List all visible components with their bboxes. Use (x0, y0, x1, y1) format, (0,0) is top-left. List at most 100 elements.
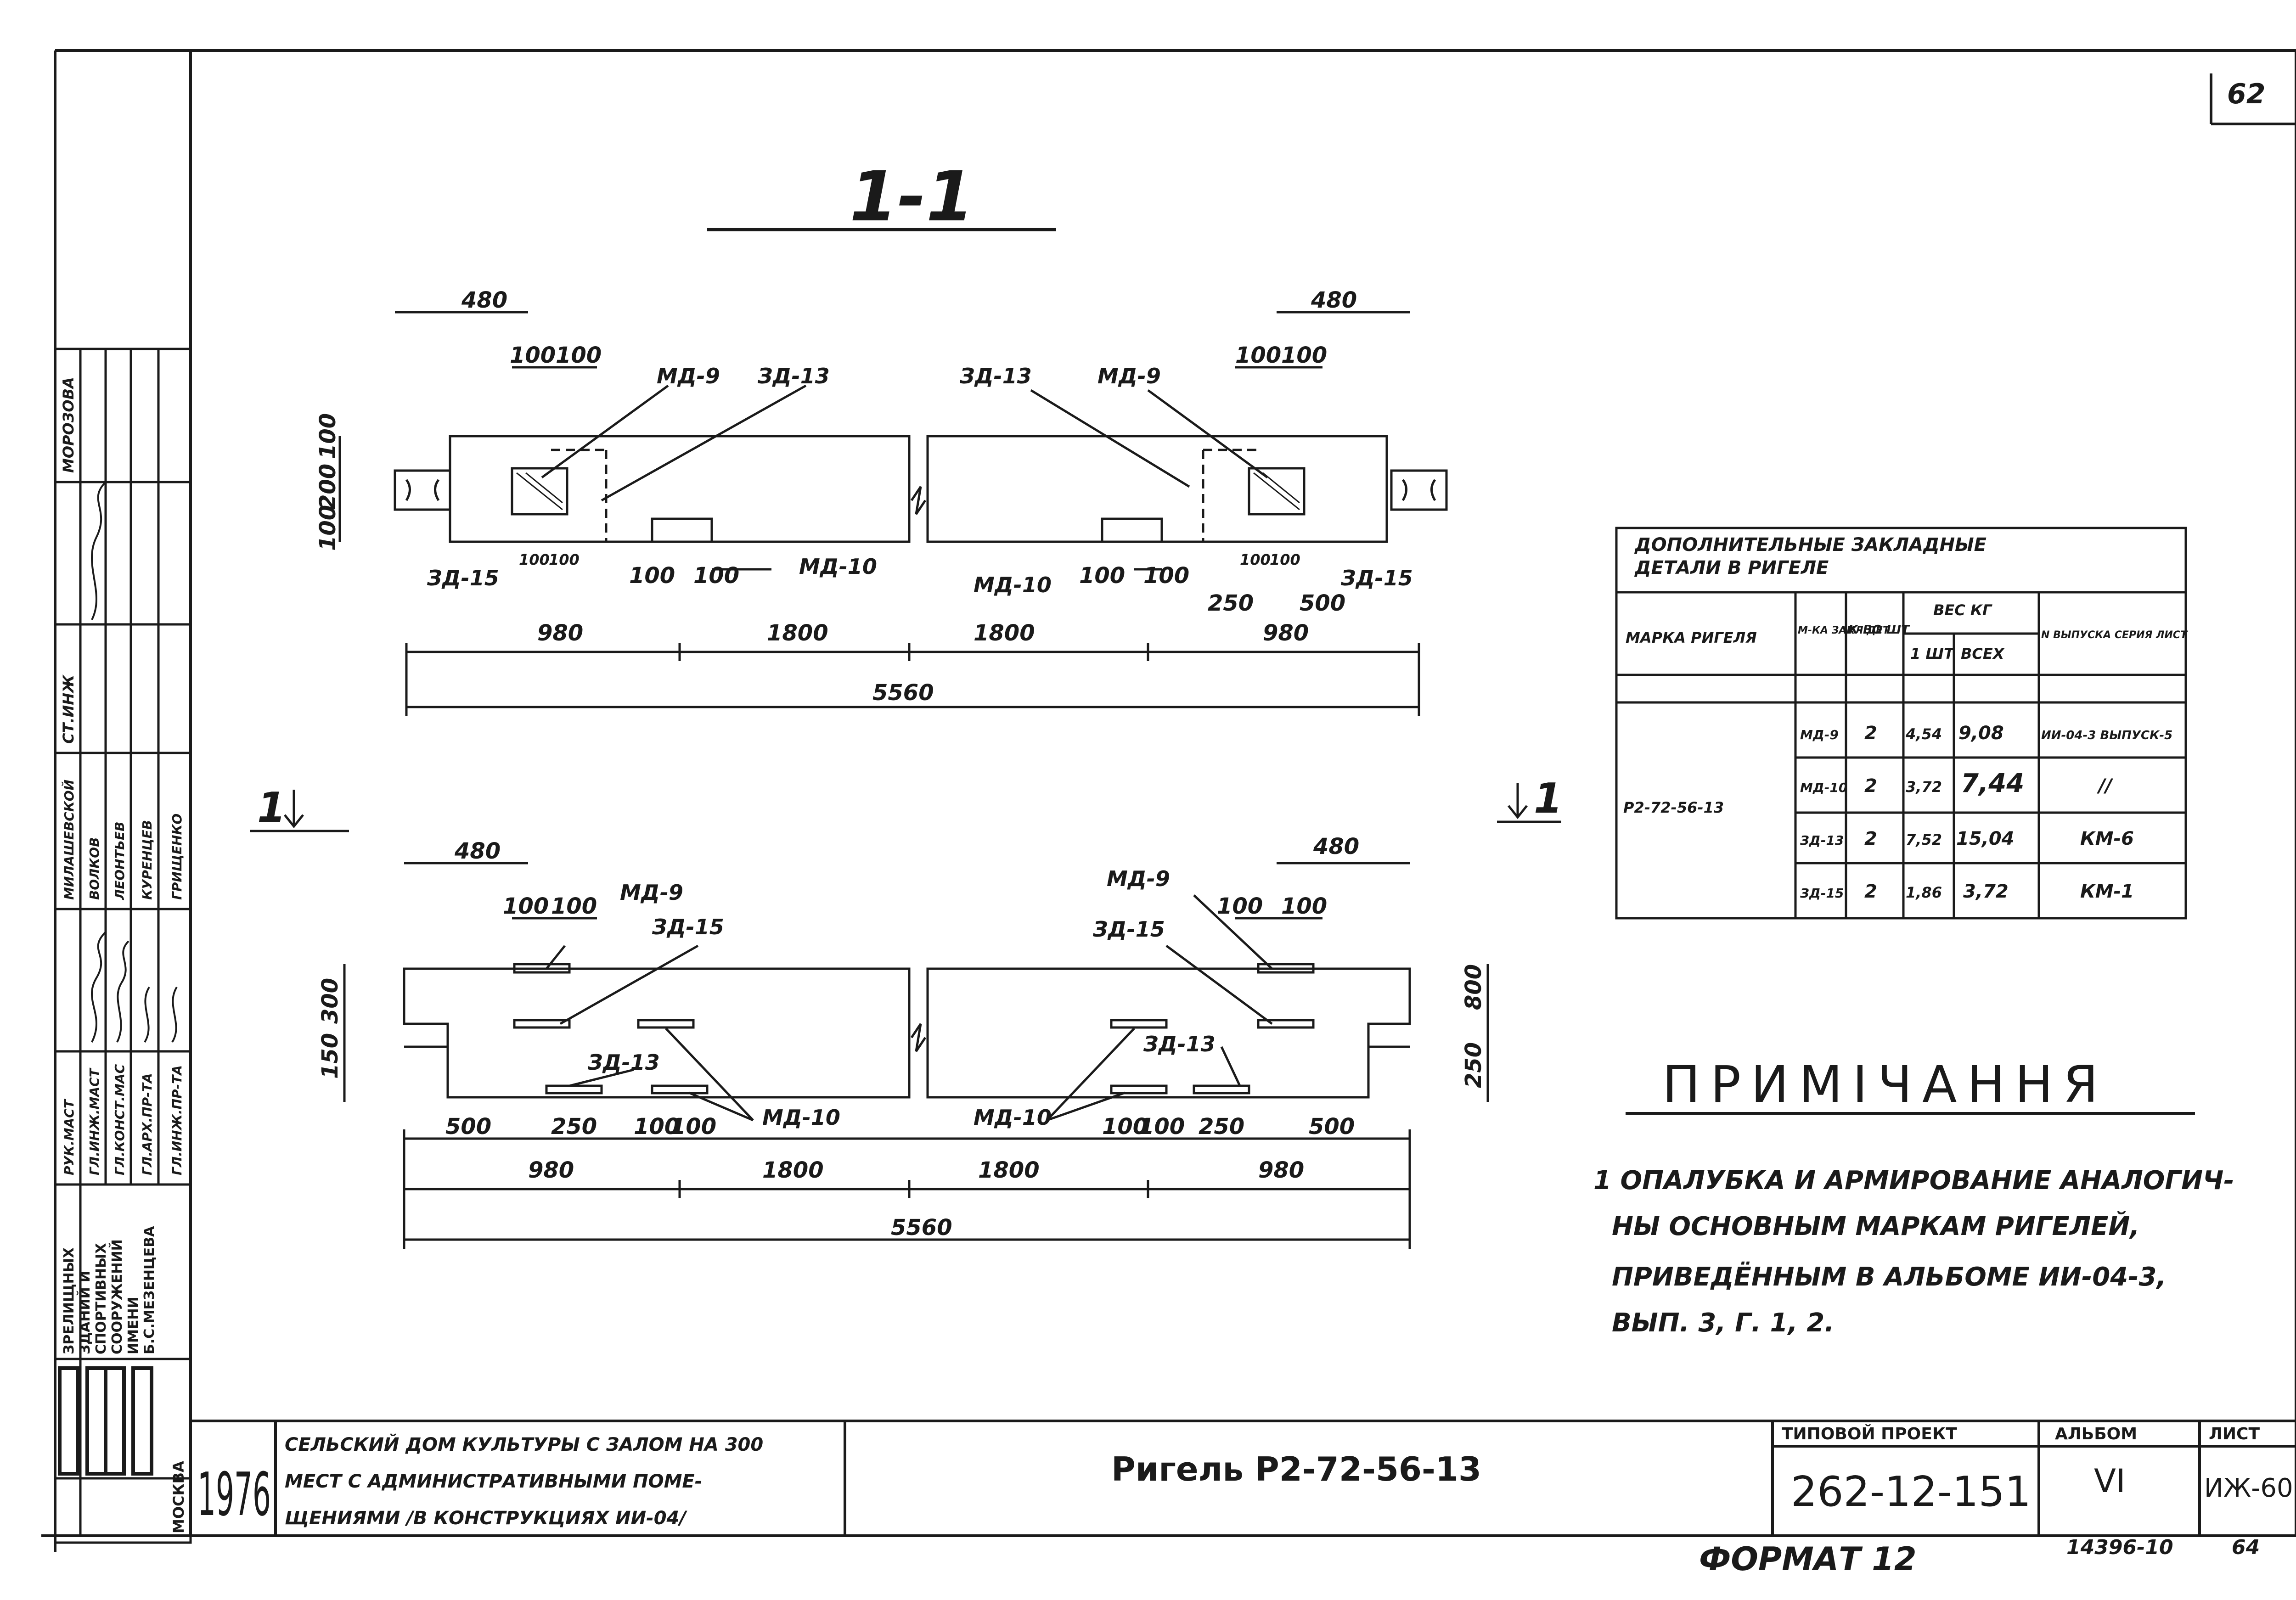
bottom-row-dim-100-b: 100 (670, 1114, 716, 1140)
stamp-org-3: СПОРТИВНЫХ (93, 1243, 109, 1354)
svg-text:2: 2 (1864, 775, 1877, 797)
svg-text:КМ-6: КМ-6 (2080, 828, 2134, 849)
top-dim-1800-left: 1800 (767, 620, 828, 646)
table-header-seria: N ВЫПУСКА СЕРИЯ ЛИСТ (2041, 629, 2188, 641)
stamp-name-top: МОРОЗОВА (60, 377, 77, 473)
sheet-corner-number: 62 (2227, 78, 2266, 110)
title-desc-3: ЩЕНИЯМИ /В КОНСТРУКЦИЯХ ИИ-04/ (285, 1508, 687, 1529)
table-row: ЗД-13 2 7,52 15,04 КМ-6 (1800, 828, 2134, 849)
bottom-label-md10-right: МД-10 (974, 1105, 1052, 1130)
svg-text:МД-9: МД-9 (1800, 727, 1839, 742)
svg-text:ЗД-13: ЗД-13 (1800, 833, 1844, 848)
top-dim-100-d: 100 (1281, 342, 1327, 368)
stamp-role-2: ГЛ.ИНЖ.МАСТ (87, 1067, 102, 1175)
top-dim-980-left: 980 (537, 620, 583, 646)
bottom-dim-5560: 5560 (891, 1215, 952, 1241)
top-label-md10-left: МД-10 (799, 554, 877, 579)
sheet-label: ЛИСТ (2209, 1425, 2260, 1443)
bottom-dim-980-right: 980 (1258, 1157, 1304, 1183)
bottom-row-dim-100-d: 100 (1139, 1114, 1185, 1140)
top-side-dim-100-upper: 100 (315, 413, 341, 459)
bottom-label-zd15-left: ЗД-15 (652, 915, 724, 939)
top-dim-980-right: 980 (1263, 620, 1309, 646)
organization-logo (58, 1366, 153, 1476)
svg-text:1: 1 (257, 784, 286, 832)
svg-text:КМ-1: КМ-1 (2080, 881, 2134, 902)
top-side-dim-200: 200 (315, 464, 341, 510)
section-title: 1-1 (850, 157, 974, 237)
top-label-md9-right: МД-9 (1097, 364, 1161, 388)
table-header-kol: К-ВО ШТ (1848, 623, 1910, 637)
svg-text:2: 2 (1864, 723, 1877, 744)
svg-text:ЗД-15: ЗД-15 (1800, 886, 1844, 901)
top-small-dim-3: 100 (629, 563, 675, 589)
top-label-zd13-right: ЗД-13 (959, 364, 1032, 388)
bottom-label-zd15-right: ЗД-15 (1092, 917, 1165, 942)
top-dim-480-right: 480 (1311, 287, 1357, 313)
svg-text:1: 1 (1534, 775, 1563, 823)
bottom-dim-100-b: 100 (551, 893, 597, 919)
stamp-role-top: СТ.ИНЖ (60, 674, 77, 744)
top-label-zd15-right: ЗД-15 (1340, 566, 1413, 590)
album-number: VI (2094, 1462, 2126, 1500)
top-small-dim-1: 100 (519, 551, 550, 568)
bottom-dim-480-left: 480 (454, 838, 501, 864)
footer-code: 14396-10 (2066, 1536, 2173, 1559)
title-block: 1976 СЕЛЬСКИЙ ДОМ КУЛЬТУРЫ С ЗАЛОМ НА 30… (191, 1420, 2296, 1536)
stamp-role-4: ГЛ.АРХ.ПР-ТА (140, 1073, 155, 1176)
bottom-dim-100-d: 100 (1281, 893, 1327, 919)
bottom-row-dim-100-a: 100 (634, 1114, 680, 1140)
title-desc-2: МЕСТ С АДМИНИСТРАТИВНЫМИ ПОМЕ- (285, 1471, 702, 1492)
svg-text:3,72: 3,72 (1963, 881, 2009, 902)
svg-text:3,72: 3,72 (1906, 778, 1942, 796)
bottom-dim-100-a: 100 (503, 893, 549, 919)
table-title-1: ДОПОЛНИТЕЛЬНЫЕ ЗАКЛАДНЫЕ (1634, 534, 1986, 556)
bottom-label-md10-left: МД-10 (762, 1105, 840, 1130)
top-label-md9-left: МД-9 (657, 364, 720, 388)
table-header-ves: ВЕС КГ (1933, 601, 1992, 619)
bottom-row-dim-250-right: 250 (1199, 1114, 1244, 1140)
bottom-side-dim-150: 150 (317, 1033, 343, 1079)
svg-text:2: 2 (1864, 881, 1877, 902)
stamp-city: МОСКВА (170, 1461, 187, 1533)
bottom-side-dim-800: 800 (1461, 964, 1486, 1010)
bottom-label-zd13-left: ЗД-13 (587, 1050, 660, 1075)
stamp-org-1: ЗРЕЛИЩНЫХ (61, 1247, 77, 1354)
notes: ПРИМІЧАННЯ 1 ОПАЛУБКА И АРМИРОВАНИЕ АНАЛ… (1593, 1055, 2234, 1338)
bottom-view: 480 100 100 100 100 480 МД-9 ЗД-15 МД-9 … (317, 834, 1489, 1249)
bottom-row-dim-500-left: 500 (445, 1114, 491, 1140)
stamp-org-5: ИМЕНИ (125, 1297, 141, 1354)
stamp-org-4: СООРУЖЕНИЙ (109, 1239, 125, 1354)
footer-format: ФОРМАТ 12 (1699, 1540, 1917, 1578)
table-rigel-mark: Р2-72-56-13 (1623, 799, 1724, 816)
stamp-org-2: ЗДАНИЙ И (77, 1271, 93, 1354)
top-small-dim-2: 100 (549, 551, 580, 568)
signatures (91, 481, 178, 1043)
top-small-dim-6: 100 (1143, 563, 1189, 589)
footer-page: 64 (2232, 1536, 2260, 1559)
svg-text:15,04: 15,04 (1956, 828, 2015, 849)
table-header-ves-all: ВСЕХ (1961, 645, 2005, 662)
project-label: ТИПОВОЙ ПРОЕКТ (1782, 1424, 1957, 1443)
side-stamp: СТ.ИНЖ МОРОЗОВА РУК.МАСТ ГЛ.ИНЖ.МАСТ ГЛ.… (54, 348, 192, 1544)
bottom-side-dim-300: 300 (317, 978, 343, 1024)
bottom-dim-480-right: 480 (1313, 834, 1359, 859)
top-view: 480 100 100 100 100 480 100 200 100 МД-9… (315, 287, 1448, 716)
top-dim-100-b: 100 (556, 342, 602, 368)
note-line-2: НЫ ОСНОВНЫМ МАРКАМ РИГЕЛЕЙ, (1612, 1211, 2140, 1241)
bottom-side-dim-250: 250 (1461, 1042, 1486, 1088)
bottom-dim-1800-right: 1800 (978, 1157, 1040, 1183)
bottom-label-md9-left: МД-9 (620, 880, 683, 905)
bottom-row-dim-100-c: 100 (1102, 1114, 1148, 1140)
stamp-name-1: МИЛАШЕВСКОЙ (61, 780, 77, 900)
project-number: 262-12-151 (1791, 1468, 2031, 1516)
sheet-number: ИЖ-60 (2204, 1473, 2293, 1503)
top-small-dim-5: 100 (1079, 563, 1125, 589)
top-dim-480-left: 480 (461, 287, 507, 313)
bottom-dim-1800-left: 1800 (762, 1157, 824, 1183)
stamp-name-3: ЛЕОНТЬЕВ (112, 821, 127, 900)
drawing-name: Ригель Р2-72-56-13 (1111, 1450, 1481, 1488)
top-small-dim-4: 100 (693, 563, 739, 589)
stamp-name-5: ГРИЩЕНКО (169, 814, 185, 900)
top-small-dim-8: 100 (1270, 551, 1300, 568)
